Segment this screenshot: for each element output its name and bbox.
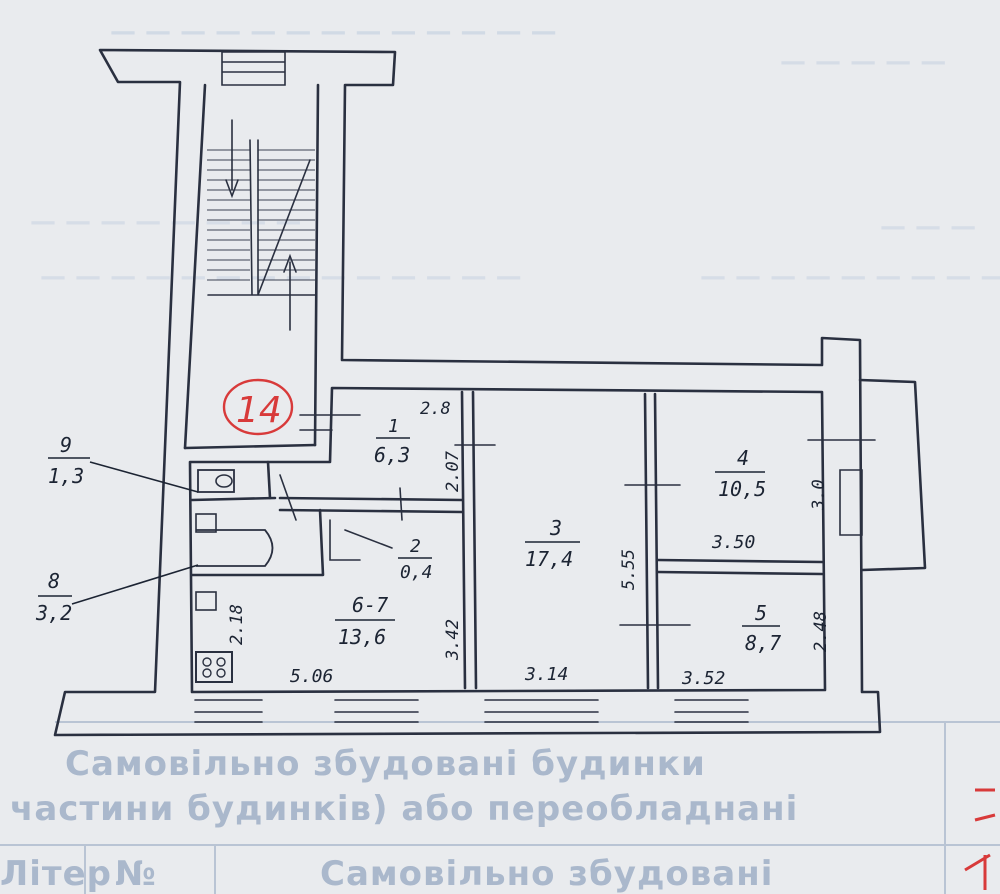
dim-2-48: 2.48	[811, 611, 831, 652]
form-col-number: №	[115, 854, 157, 894]
dim-3-14: 3.14	[524, 664, 568, 685]
staircase	[207, 119, 316, 331]
sink-icon	[195, 513, 217, 533]
toilet-icon	[197, 469, 235, 493]
room-4-id: 4	[737, 446, 749, 470]
unit-number-marker: 14	[222, 378, 294, 436]
dim-2-18: 2.18	[227, 604, 247, 645]
dim-3-50: 3.50	[711, 532, 755, 553]
room-1-id: 1	[388, 416, 399, 437]
room-3-id: 3	[549, 516, 562, 540]
form-heading-line2: частини будинків) або переобладнані	[10, 789, 798, 829]
svg-text:— — — — — — — — — — — — —: — — — — — — — — — — — — —	[110, 17, 557, 47]
svg-text:— — — — — — — — — — — — — —: — — — — — — — — — — — — — —	[40, 262, 522, 292]
dim-2-07: 2.07	[443, 450, 463, 492]
dim-3-42: 3.42	[443, 619, 463, 661]
form-col-liter: Літер	[0, 854, 112, 894]
room-9-area: 1,3	[48, 464, 84, 488]
svg-text:— — — — — — — — —: — — — — — — — — —	[700, 262, 1000, 292]
room-2-id: 2	[410, 536, 421, 557]
svg-text:— — —: — — —	[880, 212, 976, 242]
room-6-7-area: 13,6	[338, 625, 386, 649]
svg-text:— — — — — — — —: — — — — — — — —	[30, 207, 301, 237]
room-labels: 1 6,3 2 0,4 3 17,4 4 10,5 5 8,7 6-7 13,6…	[35, 416, 781, 655]
room-2-area: 0,4	[400, 562, 433, 583]
bathroom-fixtures	[195, 469, 274, 683]
room-3-area: 17,4	[525, 547, 573, 571]
unit-number: 14	[236, 390, 282, 431]
dim-3-52: 3.52	[681, 668, 725, 689]
dimension-labels: 2.8 2.07 5.55 3.0 3.50 2.48 3.42 2.18 5.…	[227, 399, 831, 689]
room-4-area: 10,5	[718, 477, 766, 501]
svg-text:— — — — —: — — — — —	[780, 47, 946, 77]
room-5-area: 8,7	[745, 631, 781, 655]
bathtub-icon	[196, 529, 274, 567]
walls	[53, 48, 927, 737]
room-8-area: 3,2	[35, 601, 72, 625]
room-8-id: 8	[48, 569, 60, 593]
dim-2-8: 2.8	[420, 399, 451, 419]
room-5-id: 5	[755, 601, 767, 625]
form-table: Самовільно збудовані будинки частини буд…	[0, 721, 1000, 894]
stove-icon	[195, 651, 233, 683]
dim-3-0: 3.0	[809, 479, 829, 511]
background-form: — — — — — — — — — — — — — — — — — — — — …	[30, 17, 1000, 292]
room-9-id: 9	[60, 433, 72, 457]
form-col-samovilno: Самовільно збудовані	[320, 854, 773, 894]
door-marks	[279, 414, 876, 626]
kitchen-sink-icon	[195, 591, 217, 611]
dim-5-06: 5.06	[290, 666, 333, 687]
room-6-7-id: 6-7	[352, 593, 388, 617]
dim-5-55: 5.55	[619, 549, 639, 590]
windows	[194, 699, 749, 723]
room-1-area: 6,3	[374, 443, 410, 467]
form-heading-line1: Самовільно збудовані будинки	[65, 744, 706, 784]
